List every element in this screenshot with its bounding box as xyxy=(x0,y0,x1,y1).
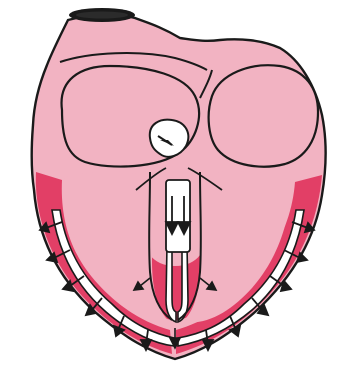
right-atrium xyxy=(209,65,318,166)
bundle-of-his xyxy=(166,180,190,252)
atrioventricular-node xyxy=(150,120,189,157)
aorta-lumen xyxy=(76,12,128,19)
